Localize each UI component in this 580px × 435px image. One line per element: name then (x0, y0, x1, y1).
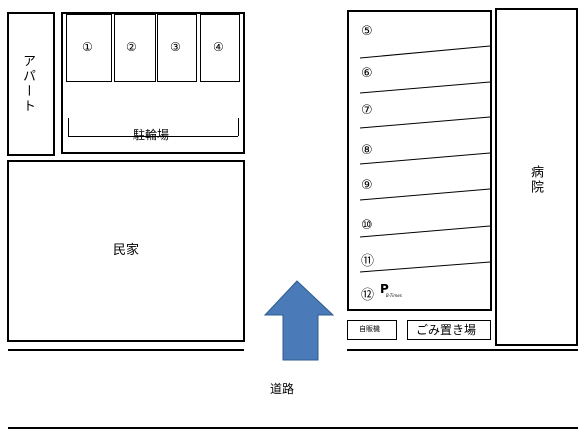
road-edge-bottom (8, 427, 578, 429)
bicycle-parking-label: 駐輪場 (133, 128, 170, 142)
road-edge-top-left (8, 349, 244, 351)
parking-divider (359, 261, 491, 273)
bike-slot: ① (66, 14, 112, 82)
road-edge-top-right (347, 349, 578, 351)
bike-slot: ③ (157, 14, 197, 82)
hospital-label: 病院 (528, 165, 543, 195)
parking-p-icon: P (380, 282, 389, 296)
parking-lot (347, 10, 492, 311)
house-building: 民家 (7, 160, 245, 342)
parking-slot-label: ⑦ (361, 103, 373, 118)
parking-divider (359, 188, 491, 201)
bike-slot-label: ④ (213, 40, 224, 54)
bike-slot-label: ② (126, 40, 137, 54)
parking-divider (359, 81, 491, 94)
vending-label: 自販機 (359, 325, 380, 333)
parking-slot-label: ⑧ (361, 143, 373, 158)
parking-slot-label: ⑩ (361, 218, 373, 233)
parking-slot-label: ⑥ (361, 66, 373, 81)
apartment-label: アパート (20, 54, 35, 114)
road-label: 道路 (270, 382, 295, 396)
hospital-building: 病院 (495, 8, 578, 346)
arrow-up-icon (263, 280, 335, 361)
apartment-building: アパート (7, 12, 55, 156)
parking-slot-label: ⑤ (361, 24, 373, 39)
times-logo-text: B-Times (386, 293, 402, 298)
bike-slot-label: ① (82, 40, 93, 54)
bike-slot-label: ③ (170, 40, 181, 54)
times-parking-logo: P B-Times (380, 282, 408, 299)
parking-divider (359, 116, 491, 129)
vending-machine: 自販機 (347, 320, 397, 340)
bike-slot: ④ (200, 14, 240, 82)
bike-slot: ② (114, 14, 156, 82)
parking-slot-label: ⑫ (361, 288, 375, 303)
parking-slot-label: ⑨ (361, 178, 373, 193)
parking-slot-label: ⑪ (361, 254, 375, 269)
parking-divider (359, 45, 491, 59)
parking-divider (359, 225, 491, 238)
garbage-area: ごみ置き場 (407, 320, 491, 340)
parking-divider (359, 152, 491, 165)
garbage-label: ごみ置き場 (416, 323, 477, 337)
house-label: 民家 (113, 243, 140, 258)
